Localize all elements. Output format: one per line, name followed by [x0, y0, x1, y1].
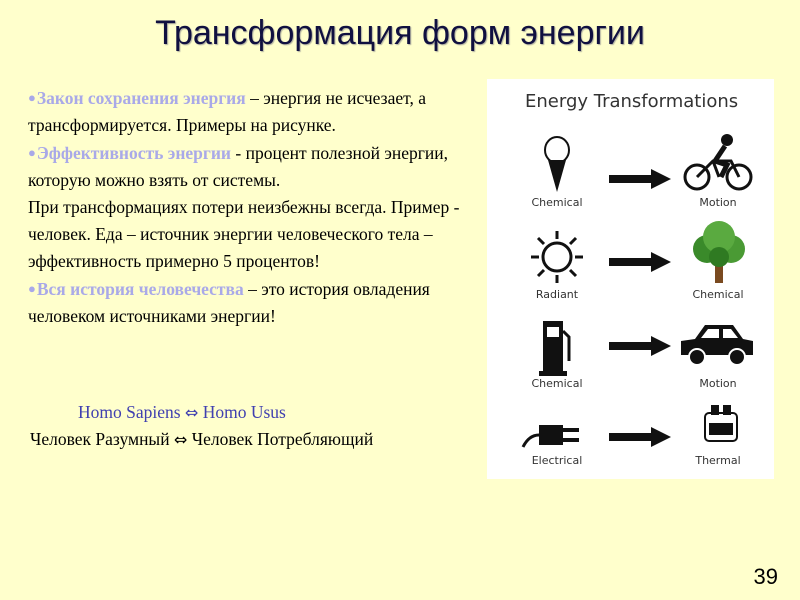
arrow-right-icon [609, 252, 671, 272]
homo-usus: Homo Usus [202, 402, 286, 422]
tree-icon [693, 221, 745, 283]
fuel-pump-icon [539, 321, 571, 376]
double-arrow-icon: ⇔ [184, 403, 199, 422]
car-icon [681, 325, 753, 366]
energy-figure: Energy Transformations Chemical Motion R… [487, 79, 774, 479]
arrow-right-icon [609, 336, 671, 356]
bullet-highlight: Эффективность энергии [36, 143, 232, 163]
bullet-text: – энергия не исчезает, а трансформируетс… [28, 88, 426, 135]
bullet-icon: ● [28, 281, 36, 296]
bullet-item: ●Вся история человечества – это история … [28, 275, 488, 330]
paragraph-text: При трансформациях потери неизбежны всег… [28, 197, 460, 271]
bullet-icon: ● [28, 145, 36, 160]
page-number: 39 [753, 564, 778, 589]
human-consumer: Человек Потребляющий [191, 429, 374, 449]
bullet-text: – это история овладения человеком источн… [28, 279, 430, 326]
bullet-text: - процент полезной энергии, которую можн… [28, 143, 449, 190]
figure-title: Energy Transformations [525, 91, 739, 112]
label-to: Chemical [692, 288, 744, 301]
human-line: Человек Разумный ⇔ Человек Потребляющий [30, 429, 373, 450]
bullet-highlight: Закон сохранения энергия [36, 88, 246, 108]
label-from: Electrical [531, 454, 583, 467]
sun-icon [531, 231, 583, 283]
double-arrow-icon: ⇔ [173, 430, 188, 449]
human-rational: Человек Разумный [30, 429, 170, 449]
label-to: Thermal [695, 454, 741, 467]
bullet-item: ●Эффективность энергии - процент полезно… [28, 139, 488, 194]
homo-sapiens: Homo Sapiens [78, 402, 181, 422]
toaster-icon [704, 405, 738, 442]
bullet-icon: ● [28, 90, 36, 105]
label-to: Motion [699, 196, 737, 209]
arrow-right-icon [609, 427, 671, 447]
label-from: Radiant [535, 288, 579, 301]
arrow-right-icon [609, 169, 671, 189]
slide-title: Трансформация форм энергии [155, 14, 645, 52]
label-to: Motion [699, 377, 737, 390]
label-from: Chemical [531, 196, 583, 209]
slide-body: ●Закон сохранения энергия – энергия не и… [28, 84, 488, 330]
ice-cream-icon [544, 136, 570, 192]
bullet-item: ●Закон сохранения энергия – энергия не и… [28, 84, 488, 139]
homo-line: Homo Sapiens ⇔ Homo Usus [78, 402, 286, 423]
bullet-highlight: Вся история человечества [36, 279, 244, 299]
cyclist-icon [683, 134, 753, 191]
label-from: Chemical [531, 377, 583, 390]
electric-plug-icon [521, 425, 579, 448]
